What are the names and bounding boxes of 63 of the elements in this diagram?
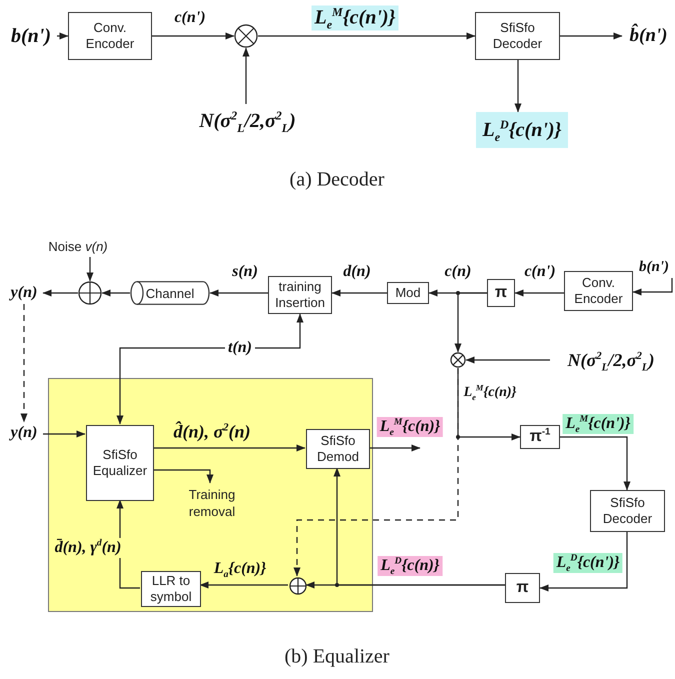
arrow (514, 60, 522, 112)
arrow (153, 469, 214, 484)
edge-label: L$_{e}$$^{M}${c(n)} (460, 384, 520, 402)
process-box: π (487, 279, 515, 307)
arrow (258, 32, 476, 40)
arrow (560, 436, 630, 490)
signal-label: b̂(n') (622, 22, 675, 50)
arrow (42, 290, 78, 296)
arrow (210, 290, 268, 296)
process-box: training Insertion (268, 276, 332, 314)
signal-label: N(σ$^{2}$$_{L}$/2,σ$^{2}$$_{L}$) (550, 343, 672, 377)
figure-caption: (b) Equalizer (284, 646, 390, 668)
arrow (153, 444, 306, 452)
signal-label: y(n) (5, 282, 43, 304)
arrow (334, 468, 505, 586)
process-box: Conv. Encoder (564, 271, 633, 311)
signal-label: y(n) (5, 422, 43, 444)
process-box: π$^{-1}$ (520, 425, 560, 449)
adder-symbol (289, 577, 307, 595)
arrow (560, 32, 622, 40)
edge-label: L$_{e}$$^{M}${c(n')} (562, 414, 634, 434)
multiplier-symbol (450, 352, 466, 368)
arrow (43, 430, 86, 438)
process-box: SfiSfo Decoder (590, 490, 665, 532)
arrow (200, 582, 288, 588)
adder-symbol (78, 281, 102, 305)
arrow (540, 532, 628, 592)
arrow (57, 32, 68, 40)
signal-label: N(σ$^{2}$$_{L}$/2,σ$^{2}$$_{L}$) (185, 104, 310, 138)
signal-label: b(n') (5, 22, 57, 50)
signal-label: L$_{e}$$^{D}${c(n')} (476, 112, 568, 148)
arrow (102, 290, 130, 296)
arrow (369, 444, 420, 452)
edge-label: L$_{e}$$^{M}${c(n')} (311, 6, 399, 30)
arrow (632, 278, 673, 296)
arrow (86, 257, 94, 282)
arrow (466, 356, 550, 364)
process-box: SfiSfo Demod (306, 429, 370, 469)
dashed-arrow (20, 304, 28, 422)
process-box: LLR to symbol (141, 571, 201, 607)
edge-label: L$_{e}$$^{D}${c(n)} (378, 556, 442, 576)
arrow (332, 290, 387, 296)
edge-label: L$_{e}$$^{D}${c(n')} (553, 553, 623, 573)
arrow (514, 290, 564, 296)
process-box: Conv. Encoder (68, 12, 152, 60)
arrow (116, 314, 304, 424)
dashed-arrow (294, 368, 459, 576)
process-box: π (505, 573, 540, 603)
arrow (152, 32, 234, 40)
figure-caption: (a) Decoder (290, 168, 384, 192)
equalizer-panel (48, 378, 373, 612)
process-box: Mod (387, 282, 429, 304)
process-box: SfiSfo Decoder (475, 12, 560, 60)
multiplier-symbol (234, 24, 258, 48)
edge-label: t(n) (225, 338, 255, 358)
signal-label: b(n') (633, 256, 675, 278)
arrow (242, 48, 250, 104)
edge-label: L$_{e}$$^{M}${c(n)} (376, 417, 444, 437)
arrow (454, 292, 487, 352)
text-label: Noise v(n) (34, 237, 122, 257)
process-box: SfiSfo Equalizer (86, 425, 154, 501)
text-label: Training removal (177, 484, 247, 524)
channel-cylinder: Channel (130, 281, 210, 305)
